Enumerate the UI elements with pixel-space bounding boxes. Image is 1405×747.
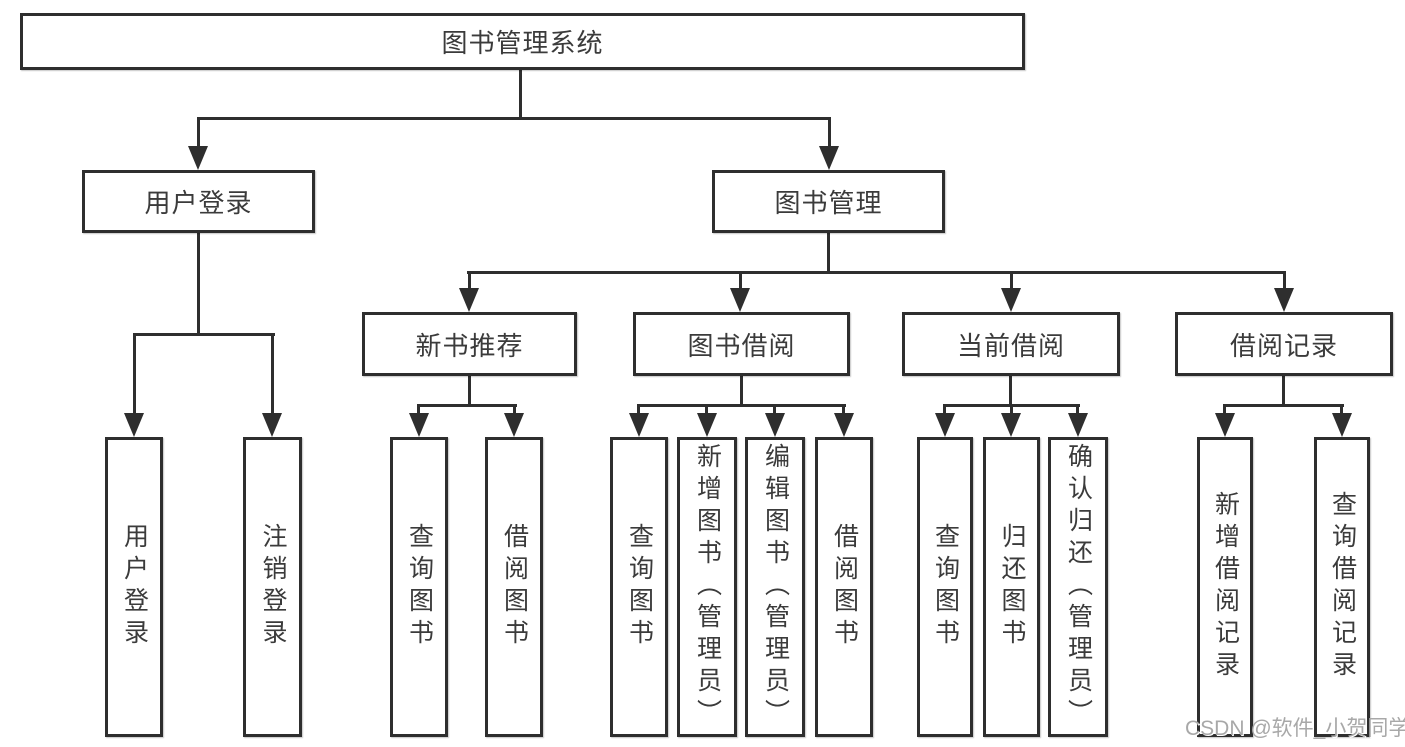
arrow-down-icon bbox=[124, 413, 144, 437]
arrow-down-icon bbox=[504, 413, 524, 437]
arrow-down-icon bbox=[730, 288, 750, 312]
node-label: 归还图书 bbox=[998, 523, 1026, 651]
arrow-down-icon bbox=[819, 146, 839, 170]
arrow-down-icon bbox=[1001, 413, 1021, 437]
arrow-down-icon bbox=[935, 413, 955, 437]
arrow-down-icon bbox=[188, 146, 208, 170]
node-label: 查询图书 bbox=[931, 523, 960, 651]
node-book-management: 图书管理 bbox=[712, 170, 945, 233]
node-label: 新增借阅记录 bbox=[1211, 491, 1240, 683]
connector-line bbox=[133, 333, 275, 336]
connector-line bbox=[1010, 404, 1013, 416]
connector-line bbox=[133, 333, 136, 415]
arrow-down-icon bbox=[765, 413, 785, 437]
connector-line bbox=[519, 69, 522, 119]
connector-line bbox=[417, 404, 517, 407]
connector-line bbox=[1223, 404, 1226, 416]
connector-line bbox=[828, 117, 831, 149]
leaf-query-books-borrowing: 查询图书 bbox=[610, 437, 668, 737]
arrow-down-icon bbox=[834, 413, 854, 437]
leaf-query-books-recommend: 查询图书 bbox=[390, 437, 448, 737]
node-label: 查询借阅记录 bbox=[1328, 491, 1357, 683]
leaf-query-books-current: 查询图书 bbox=[917, 437, 973, 737]
arrow-down-icon bbox=[1068, 413, 1088, 437]
connector-line bbox=[1076, 404, 1079, 416]
node-user-login-branch: 用户登录 bbox=[82, 170, 315, 233]
node-label: 用户登录 bbox=[144, 188, 253, 218]
connector-line bbox=[197, 117, 200, 149]
leaf-borrow-books: 借阅图书 bbox=[815, 437, 873, 737]
connector-line bbox=[197, 117, 831, 120]
arrow-down-icon bbox=[629, 413, 649, 437]
arrow-down-icon bbox=[697, 413, 717, 437]
arrow-down-icon bbox=[1274, 288, 1294, 312]
node-current-borrowing: 当前借阅 bbox=[902, 312, 1120, 376]
node-new-book-recommend: 新书推荐 bbox=[362, 312, 577, 376]
connector-line bbox=[197, 233, 200, 335]
connector-line bbox=[827, 233, 830, 273]
node-label: 借阅图书 bbox=[500, 523, 529, 651]
arrow-down-icon bbox=[1332, 413, 1352, 437]
node-label: 查询图书 bbox=[405, 523, 434, 651]
leaf-query-borrow-record: 查询借阅记录 bbox=[1314, 437, 1370, 737]
connector-line bbox=[468, 376, 471, 407]
connector-line bbox=[467, 271, 1285, 274]
node-borrow-records: 借阅记录 bbox=[1175, 312, 1393, 376]
connector-line bbox=[271, 333, 274, 415]
connector-line bbox=[1283, 271, 1286, 291]
connector-line bbox=[417, 404, 420, 416]
connector-line bbox=[773, 404, 776, 416]
connector-line bbox=[1223, 404, 1344, 407]
node-label: 图书借阅 bbox=[687, 330, 796, 361]
arrow-down-icon bbox=[1001, 288, 1021, 312]
node-label: 编辑图书（管理员） bbox=[761, 443, 790, 731]
node-label: 图书管理系统 bbox=[441, 28, 604, 58]
leaf-edit-books-admin: 编辑图书（管理员） bbox=[745, 437, 805, 737]
arrow-down-icon bbox=[262, 413, 282, 437]
node-label: 注销登录 bbox=[259, 523, 287, 651]
connector-line bbox=[1340, 404, 1343, 416]
node-label: 新书推荐 bbox=[415, 330, 524, 361]
node-label: 新增图书（管理员） bbox=[693, 443, 722, 731]
connector-line bbox=[1282, 376, 1285, 407]
leaf-user-login: 用户登录 bbox=[105, 437, 163, 737]
node-label: 图书管理 bbox=[774, 188, 883, 218]
node-label: 借阅图书 bbox=[830, 523, 859, 651]
leaf-add-books-admin: 新增图书（管理员） bbox=[677, 437, 737, 737]
connector-line bbox=[637, 404, 846, 407]
connector-line bbox=[739, 271, 742, 291]
connector-line bbox=[513, 404, 516, 416]
node-label: 查询图书 bbox=[625, 523, 654, 651]
connector-line bbox=[468, 271, 471, 291]
connector-line bbox=[705, 404, 708, 416]
arrow-down-icon bbox=[459, 288, 479, 312]
node-label: 借阅记录 bbox=[1229, 330, 1338, 361]
leaf-confirm-return-admin: 确认归还（管理员） bbox=[1048, 437, 1108, 737]
leaf-logout: 注销登录 bbox=[243, 437, 302, 737]
connector-line bbox=[637, 404, 640, 416]
leaf-add-borrow-record: 新增借阅记录 bbox=[1197, 437, 1253, 737]
node-library-system-root: 图书管理系统 bbox=[20, 13, 1025, 70]
node-label: 确认归还（管理员） bbox=[1064, 443, 1093, 731]
leaf-return-books: 归还图书 bbox=[983, 437, 1040, 737]
arrow-down-icon bbox=[1215, 413, 1235, 437]
leaf-borrow-books-recommend: 借阅图书 bbox=[485, 437, 543, 737]
connector-line bbox=[943, 404, 946, 416]
node-label: 用户登录 bbox=[120, 523, 149, 651]
node-label: 当前借阅 bbox=[956, 330, 1065, 361]
connector-line bbox=[1010, 271, 1013, 291]
csdn-watermark: CSDN @软件_小贺同学 bbox=[1185, 717, 1405, 740]
connector-line bbox=[740, 376, 743, 407]
connector-line bbox=[842, 404, 845, 416]
node-book-borrowing: 图书借阅 bbox=[633, 312, 850, 376]
connector-line bbox=[1009, 376, 1012, 407]
arrow-down-icon bbox=[409, 413, 429, 437]
